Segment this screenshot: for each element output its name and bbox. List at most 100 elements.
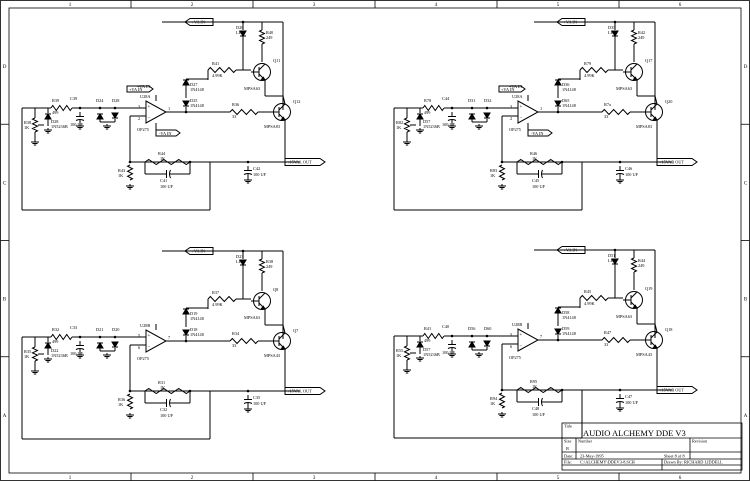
diode-D59 <box>554 328 562 335</box>
output-port <box>284 387 326 395</box>
svg-text:499: 499 <box>52 110 58 115</box>
svg-text:R38: R38 <box>266 259 273 264</box>
svg-text:R32: R32 <box>52 327 59 332</box>
led-D51 <box>611 258 619 265</box>
zone-column-bottom: 2 <box>191 476 194 481</box>
svg-text:-VA IN: -VA IN <box>531 131 543 136</box>
diode-D27 <box>182 79 190 86</box>
svg-text:D21: D21 <box>96 327 103 332</box>
svg-text:D19: D19 <box>190 311 197 316</box>
output-port <box>284 158 326 166</box>
junction-dot <box>470 106 474 110</box>
resistor-R43 <box>126 164 134 181</box>
svg-text:100 UF: 100 UF <box>160 184 174 189</box>
svg-text:R83: R83 <box>490 168 497 173</box>
svg-text:Q17: Q17 <box>645 58 653 63</box>
date-value: 23-May-1995 <box>580 454 604 459</box>
svg-text:R55: R55 <box>396 348 403 353</box>
svg-text:249: 249 <box>266 264 272 269</box>
svg-text:R43: R43 <box>118 168 125 173</box>
svg-text:33: 33 <box>232 114 236 119</box>
svg-text:MPSA43: MPSA43 <box>636 352 652 357</box>
zone-row-left: D <box>3 65 7 70</box>
resistor-R7a <box>601 108 631 116</box>
svg-text:Q20: Q20 <box>665 99 672 104</box>
svg-text:100 UF: 100 UF <box>532 184 546 189</box>
svg-text:U28B: U28B <box>512 322 522 327</box>
diode-D25 <box>182 100 190 107</box>
resistor-R78 <box>422 104 445 112</box>
svg-text:R45: R45 <box>584 289 591 294</box>
svg-text:R44: R44 <box>638 258 646 263</box>
svg-text:R44: R44 <box>158 151 166 156</box>
opamp-rail-pos <box>498 85 526 93</box>
svg-text:2: 2 <box>138 116 140 121</box>
svg-text:R41: R41 <box>212 61 219 66</box>
svg-text:1N4148: 1N4148 <box>562 315 576 320</box>
svg-text:MPSA63: MPSA63 <box>244 315 260 320</box>
svg-text:R7a: R7a <box>604 102 611 107</box>
rail-pos-port <box>556 18 586 26</box>
diode-D19 <box>182 308 190 315</box>
svg-text:D36: D36 <box>562 82 570 87</box>
svg-text:Q12: Q12 <box>293 99 300 104</box>
svg-text:MPSA63: MPSA63 <box>244 86 260 91</box>
zone-column-top: 2 <box>191 3 194 8</box>
resistor-R47 <box>601 336 631 344</box>
svg-text:+VA IN: +VA IN <box>192 249 205 254</box>
svg-text:C42: C42 <box>253 166 260 171</box>
opamp-U28A <box>517 100 540 124</box>
svg-text:+15VAL OUT: +15VAL OUT <box>287 160 312 165</box>
svg-text:−: − <box>148 116 151 121</box>
svg-text:C44: C44 <box>442 96 450 101</box>
svg-text:1N5236B: 1N5236B <box>423 124 440 129</box>
resistor-R38 <box>258 258 266 274</box>
svg-text:100 UF: 100 UF <box>70 351 84 356</box>
resistor-R32 <box>50 333 73 341</box>
svg-text:6: 6 <box>510 344 513 349</box>
svg-text:4.99K: 4.99K <box>584 73 596 78</box>
svg-text:100 UF: 100 UF <box>442 350 456 355</box>
rail-pos-port <box>556 246 586 254</box>
svg-text:1K: 1K <box>160 385 166 390</box>
junction-dot <box>618 388 622 392</box>
svg-text:Q8: Q8 <box>273 287 278 292</box>
svg-text:R37: R37 <box>212 290 220 295</box>
diode-D31 <box>468 113 476 120</box>
number-label: Number <box>578 439 593 444</box>
svg-text:D60: D60 <box>484 326 491 331</box>
resistor-R39 <box>50 104 73 112</box>
svg-text:LED: LED <box>608 30 616 35</box>
diode-D65 <box>554 100 562 107</box>
svg-text:R78: R78 <box>424 98 431 103</box>
svg-text:+VA IN: +VA IN <box>129 87 142 92</box>
junction-dot <box>485 106 489 110</box>
diode-D24 <box>96 113 104 120</box>
resistor-R36 <box>126 393 134 410</box>
diode-D56 <box>468 341 476 348</box>
junction-dot <box>113 106 117 110</box>
svg-text:1N5236B: 1N5236B <box>51 124 68 129</box>
svg-text:R36: R36 <box>232 102 240 107</box>
svg-text:+: + <box>148 334 151 339</box>
svg-text:-VA IN: -VA IN <box>159 131 171 136</box>
led-D23 <box>239 259 247 266</box>
drawn-by: Drawn By: RICHARD LIDDELL <box>664 460 723 465</box>
diode-D21 <box>96 342 104 349</box>
resistor-R34 <box>229 337 259 345</box>
svg-text:100 UF: 100 UF <box>442 122 456 127</box>
svg-text:33: 33 <box>232 343 236 348</box>
opamp-rail-pos <box>126 85 154 93</box>
junction-dot <box>450 106 454 110</box>
svg-text:C45: C45 <box>532 178 539 183</box>
zone-column-top: 4 <box>435 3 438 8</box>
svg-text:1N4148: 1N4148 <box>190 103 204 108</box>
svg-text:1K: 1K <box>24 125 30 130</box>
svg-text:R94: R94 <box>490 396 498 401</box>
diode-D36 <box>554 79 562 86</box>
